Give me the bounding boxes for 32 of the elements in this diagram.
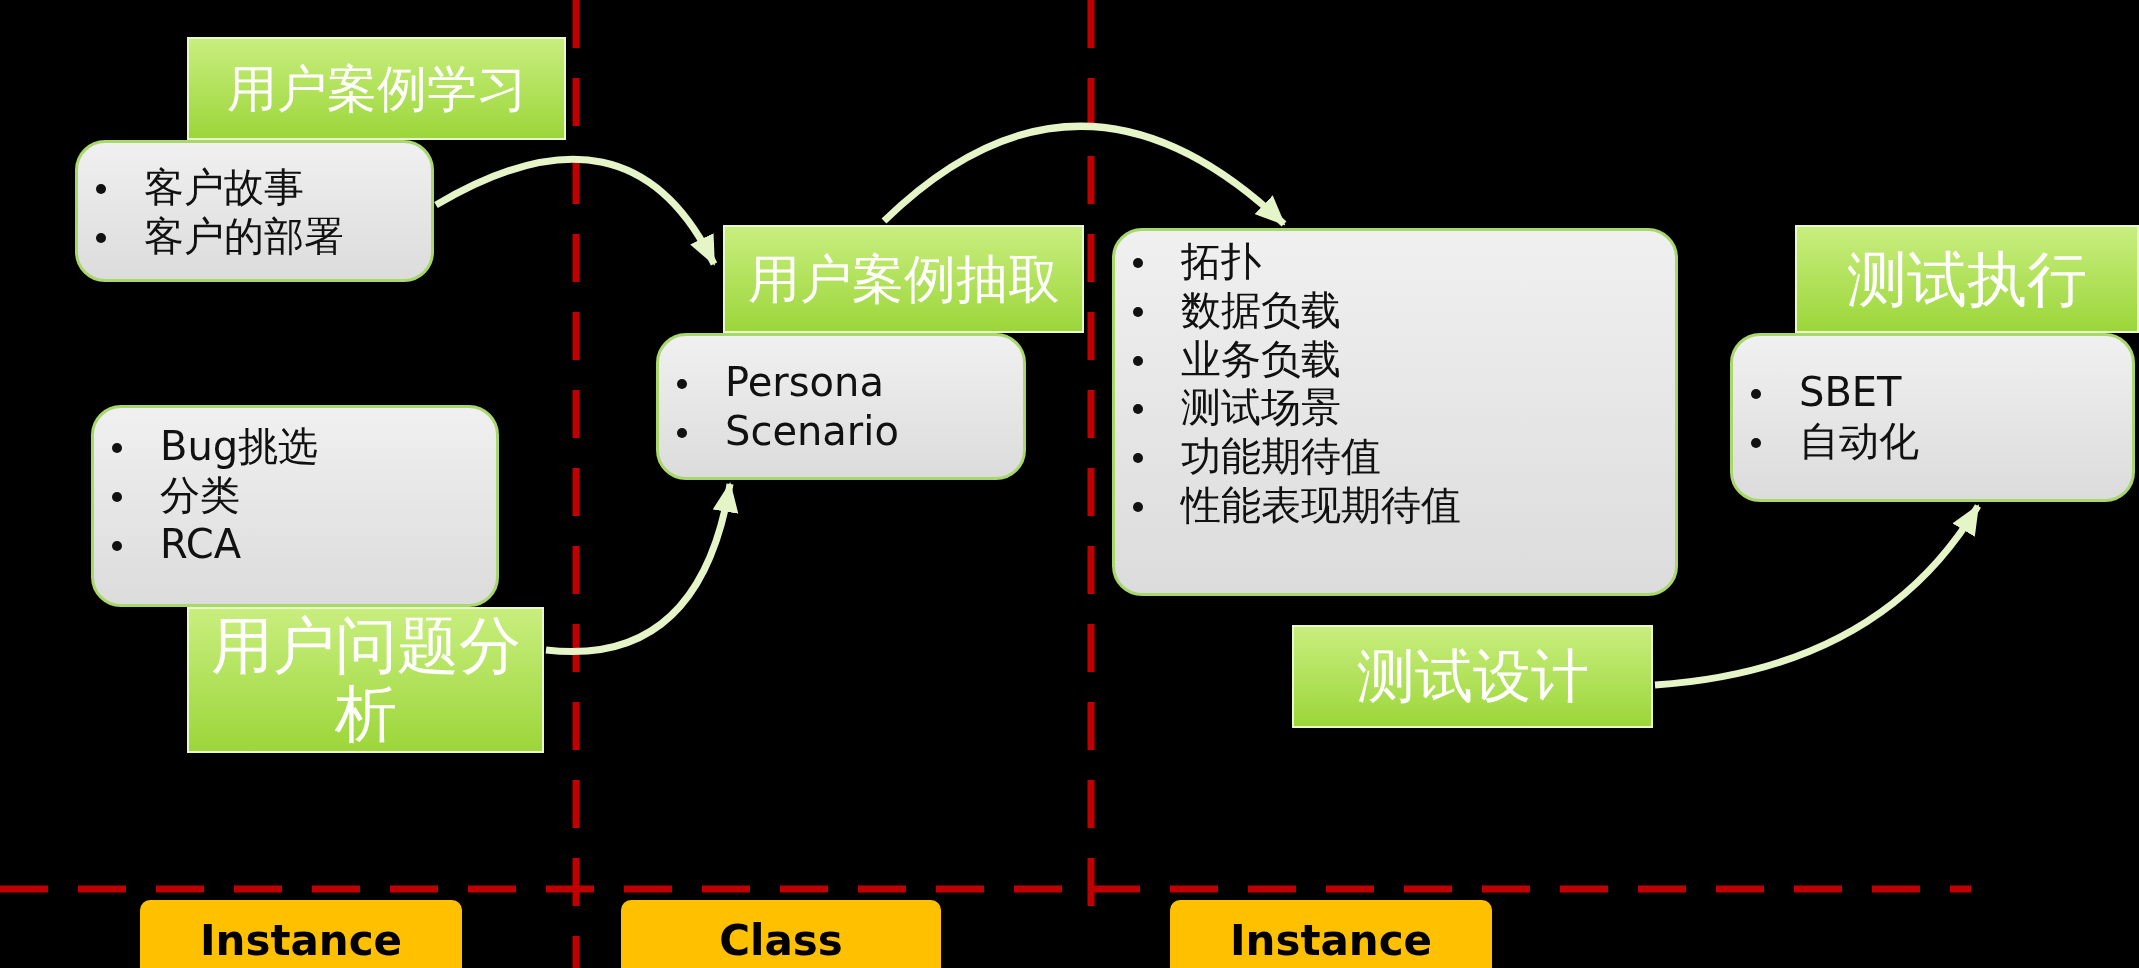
bullet-item: Bug挑选: [94, 422, 496, 471]
arrow: [881, 122, 1287, 227]
bullet-item: 客户的部署: [78, 211, 431, 261]
phase-label: Instance: [1170, 900, 1492, 968]
bullet-box: [1112, 228, 1678, 596]
bullet-item: 性能表现期待值: [1115, 481, 1675, 530]
title-box: 用户案例学习: [187, 37, 566, 140]
bullet-item: 功能期待值: [1115, 432, 1675, 481]
bullet-item: 自动化: [1733, 416, 2132, 466]
phase-label: Class: [621, 900, 941, 968]
bullet-box: [91, 405, 499, 607]
bullet-item: 拓扑: [1115, 237, 1675, 286]
bullet-item: RCA: [94, 519, 496, 569]
bullet-item: 测试场景: [1115, 383, 1675, 433]
bullet-box: [656, 333, 1026, 480]
bullet-item: SBET: [1733, 368, 2132, 417]
arrow: [545, 482, 738, 656]
bullet-item: 客户故事: [78, 163, 431, 212]
bullet-item: 业务负载: [1115, 334, 1675, 384]
bullet-item: Persona: [659, 358, 1023, 407]
bullet-box: [75, 140, 434, 282]
title-box: 测试设计: [1292, 625, 1653, 728]
bullet-item: 分类: [94, 470, 496, 520]
arrow: [1654, 504, 1981, 689]
title-box: 测试执行: [1795, 225, 2139, 333]
bullet-box: [1730, 333, 2135, 502]
title-box: 用户问题分析: [187, 607, 544, 753]
bullet-item: Scenario: [659, 406, 1023, 456]
bullet-item: 数据负载: [1115, 285, 1675, 335]
arrow: [434, 155, 718, 266]
phase-label: Instance: [140, 900, 462, 968]
title-box: 用户案例抽取: [723, 225, 1084, 333]
